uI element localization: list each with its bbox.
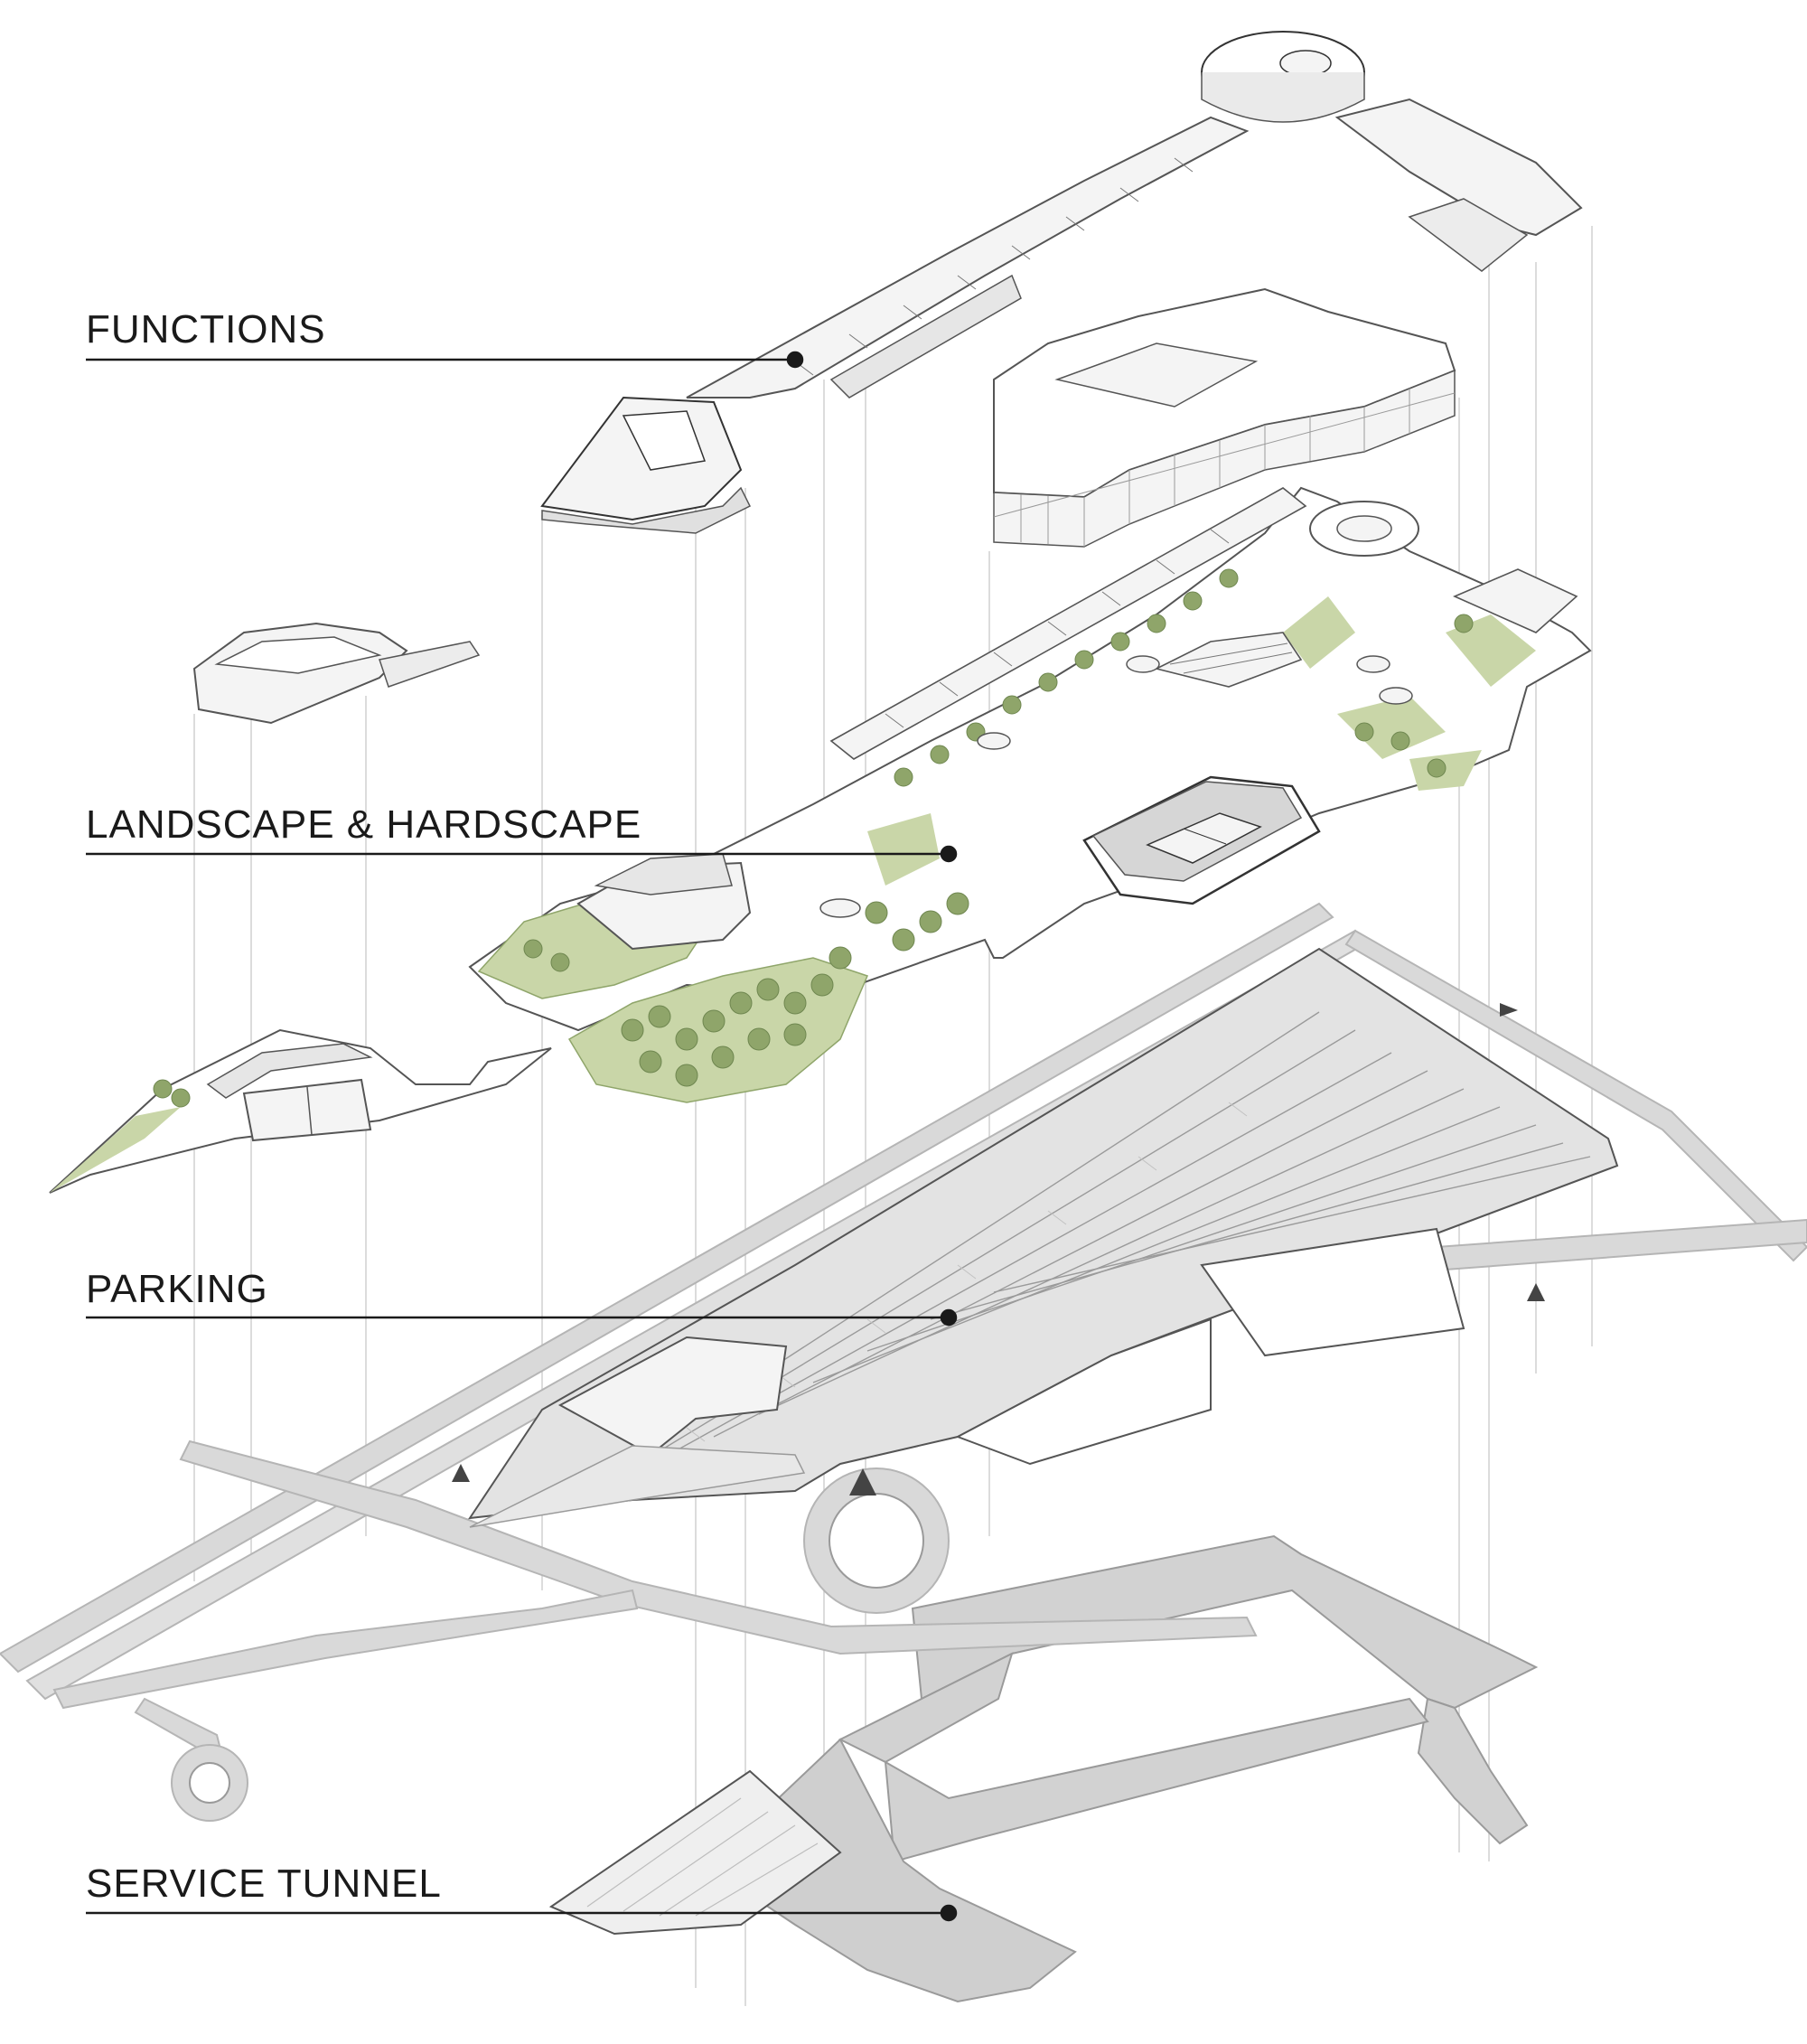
north-row-buildings: [829, 487, 1307, 760]
direction-arrow-icon: [1500, 1003, 1518, 1017]
layer-label-landscape: LANDSCAPE & HARDSCAPE: [86, 802, 642, 847]
tree-icon: [1147, 614, 1166, 633]
tree-icon: [621, 1018, 644, 1042]
terraced-building-top: [594, 853, 733, 895]
tree-icon: [1074, 650, 1094, 670]
tree-icon: [1427, 758, 1447, 778]
tree-icon: [171, 1088, 191, 1108]
tree-icon: [892, 928, 915, 952]
tree-icon: [810, 973, 834, 997]
tree-icon: [1038, 672, 1058, 692]
tree-icon: [648, 1005, 671, 1028]
parking-secondary-lot: [955, 1317, 1212, 1466]
tunnel-arm-west: [838, 1652, 1014, 1764]
corner-tower-base: [541, 486, 752, 534]
tree-icon: [675, 1064, 698, 1087]
west-link-road: [52, 1589, 639, 1710]
tree-icon: [930, 745, 950, 764]
tree-icon: [675, 1027, 698, 1051]
west-roundabout-island: [189, 1762, 230, 1804]
layer-label-functions: FUNCTIONS: [86, 307, 326, 352]
leader-dot-icon: [940, 1904, 958, 1922]
tree-icon: [783, 1023, 807, 1046]
tree-icon: [747, 1027, 771, 1051]
tree-icon: [1454, 614, 1474, 633]
round-kiosk: [1356, 655, 1390, 673]
direction-arrow-icon: [452, 1464, 470, 1482]
tree-icon: [729, 991, 753, 1015]
leader-dot-icon: [940, 1308, 958, 1327]
leader-dot-icon: [786, 351, 804, 369]
tree-icon: [783, 991, 807, 1015]
linear-building-lower: [829, 274, 1022, 398]
tree-row-north: [894, 568, 1474, 787]
east-road-lower: [1435, 1218, 1807, 1271]
event-hall-court: [1054, 342, 1259, 408]
west-pavilion-grass: [50, 1107, 181, 1193]
lawn-center: [867, 813, 940, 886]
leader-lines: [86, 351, 958, 1922]
lawn-east-south: [1337, 696, 1446, 759]
arena-court: [1146, 812, 1262, 864]
west-basketball-court: [242, 1078, 372, 1142]
tree-icon: [1219, 568, 1239, 588]
east-building-block: [1453, 568, 1578, 633]
parking-southwest-strip: [469, 1445, 806, 1528]
round-kiosk: [1379, 687, 1413, 705]
round-kiosk: [977, 732, 1011, 750]
lawn-east: [1283, 596, 1355, 669]
parking-layer: [0, 902, 1807, 1822]
circular-head-atrium: [1279, 50, 1332, 77]
main-roundabout-island: [829, 1493, 924, 1589]
west-pavilion-stand: [206, 1043, 373, 1099]
east-wing: [1334, 98, 1583, 237]
sports-pavilion-wing: [379, 641, 481, 688]
tree-icon: [1002, 695, 1022, 715]
tree-icon: [702, 1009, 726, 1033]
amphitheater: [1154, 632, 1303, 688]
layer-label-parking: PARKING: [86, 1267, 268, 1311]
tree-cluster-forest: [153, 892, 969, 1108]
tree-icon: [523, 939, 543, 959]
tree-icon: [1390, 731, 1410, 751]
tree-icon: [829, 946, 852, 970]
east-wing-annex: [1408, 198, 1529, 272]
tree-icon: [711, 1045, 735, 1069]
leader-dot-icon: [940, 845, 958, 863]
functions-layer: [540, 31, 1583, 548]
tree-icon: [894, 767, 913, 787]
landscape-layer: [49, 486, 1592, 1194]
round-kiosk: [1126, 655, 1160, 673]
parking-east-lot: [1200, 1227, 1465, 1357]
tree-icon: [1183, 591, 1203, 611]
direction-arrow-icon: [849, 1468, 876, 1495]
round-kiosk: [819, 898, 861, 918]
tunnel-corridor-south: [884, 1697, 1429, 1863]
direction-arrow-icon: [1527, 1283, 1545, 1301]
layer-label-service-tunnel: SERVICE TUNNEL: [86, 1861, 442, 1906]
tunnel-arm-east: [1417, 1697, 1529, 1845]
circular-head-facade: [1201, 72, 1365, 123]
tree-icon: [550, 952, 570, 972]
tree-icon: [756, 978, 780, 1001]
service-tunnel-layer: [548, 1534, 1539, 2003]
tree-icon: [1354, 722, 1374, 742]
circular-pavilion-inner: [1336, 515, 1392, 542]
tree-icon: [919, 910, 942, 933]
tree-icon: [639, 1050, 662, 1074]
corner-tower-roof: [622, 410, 707, 471]
tree-icon: [153, 1079, 173, 1099]
tree-icon: [865, 901, 888, 924]
tree-icon: [1110, 632, 1130, 652]
lawn-northeast: [1446, 614, 1536, 687]
sports-pavilion-roof: [214, 636, 382, 674]
southern-road: [179, 1439, 1258, 1655]
tree-icon: [946, 892, 969, 915]
